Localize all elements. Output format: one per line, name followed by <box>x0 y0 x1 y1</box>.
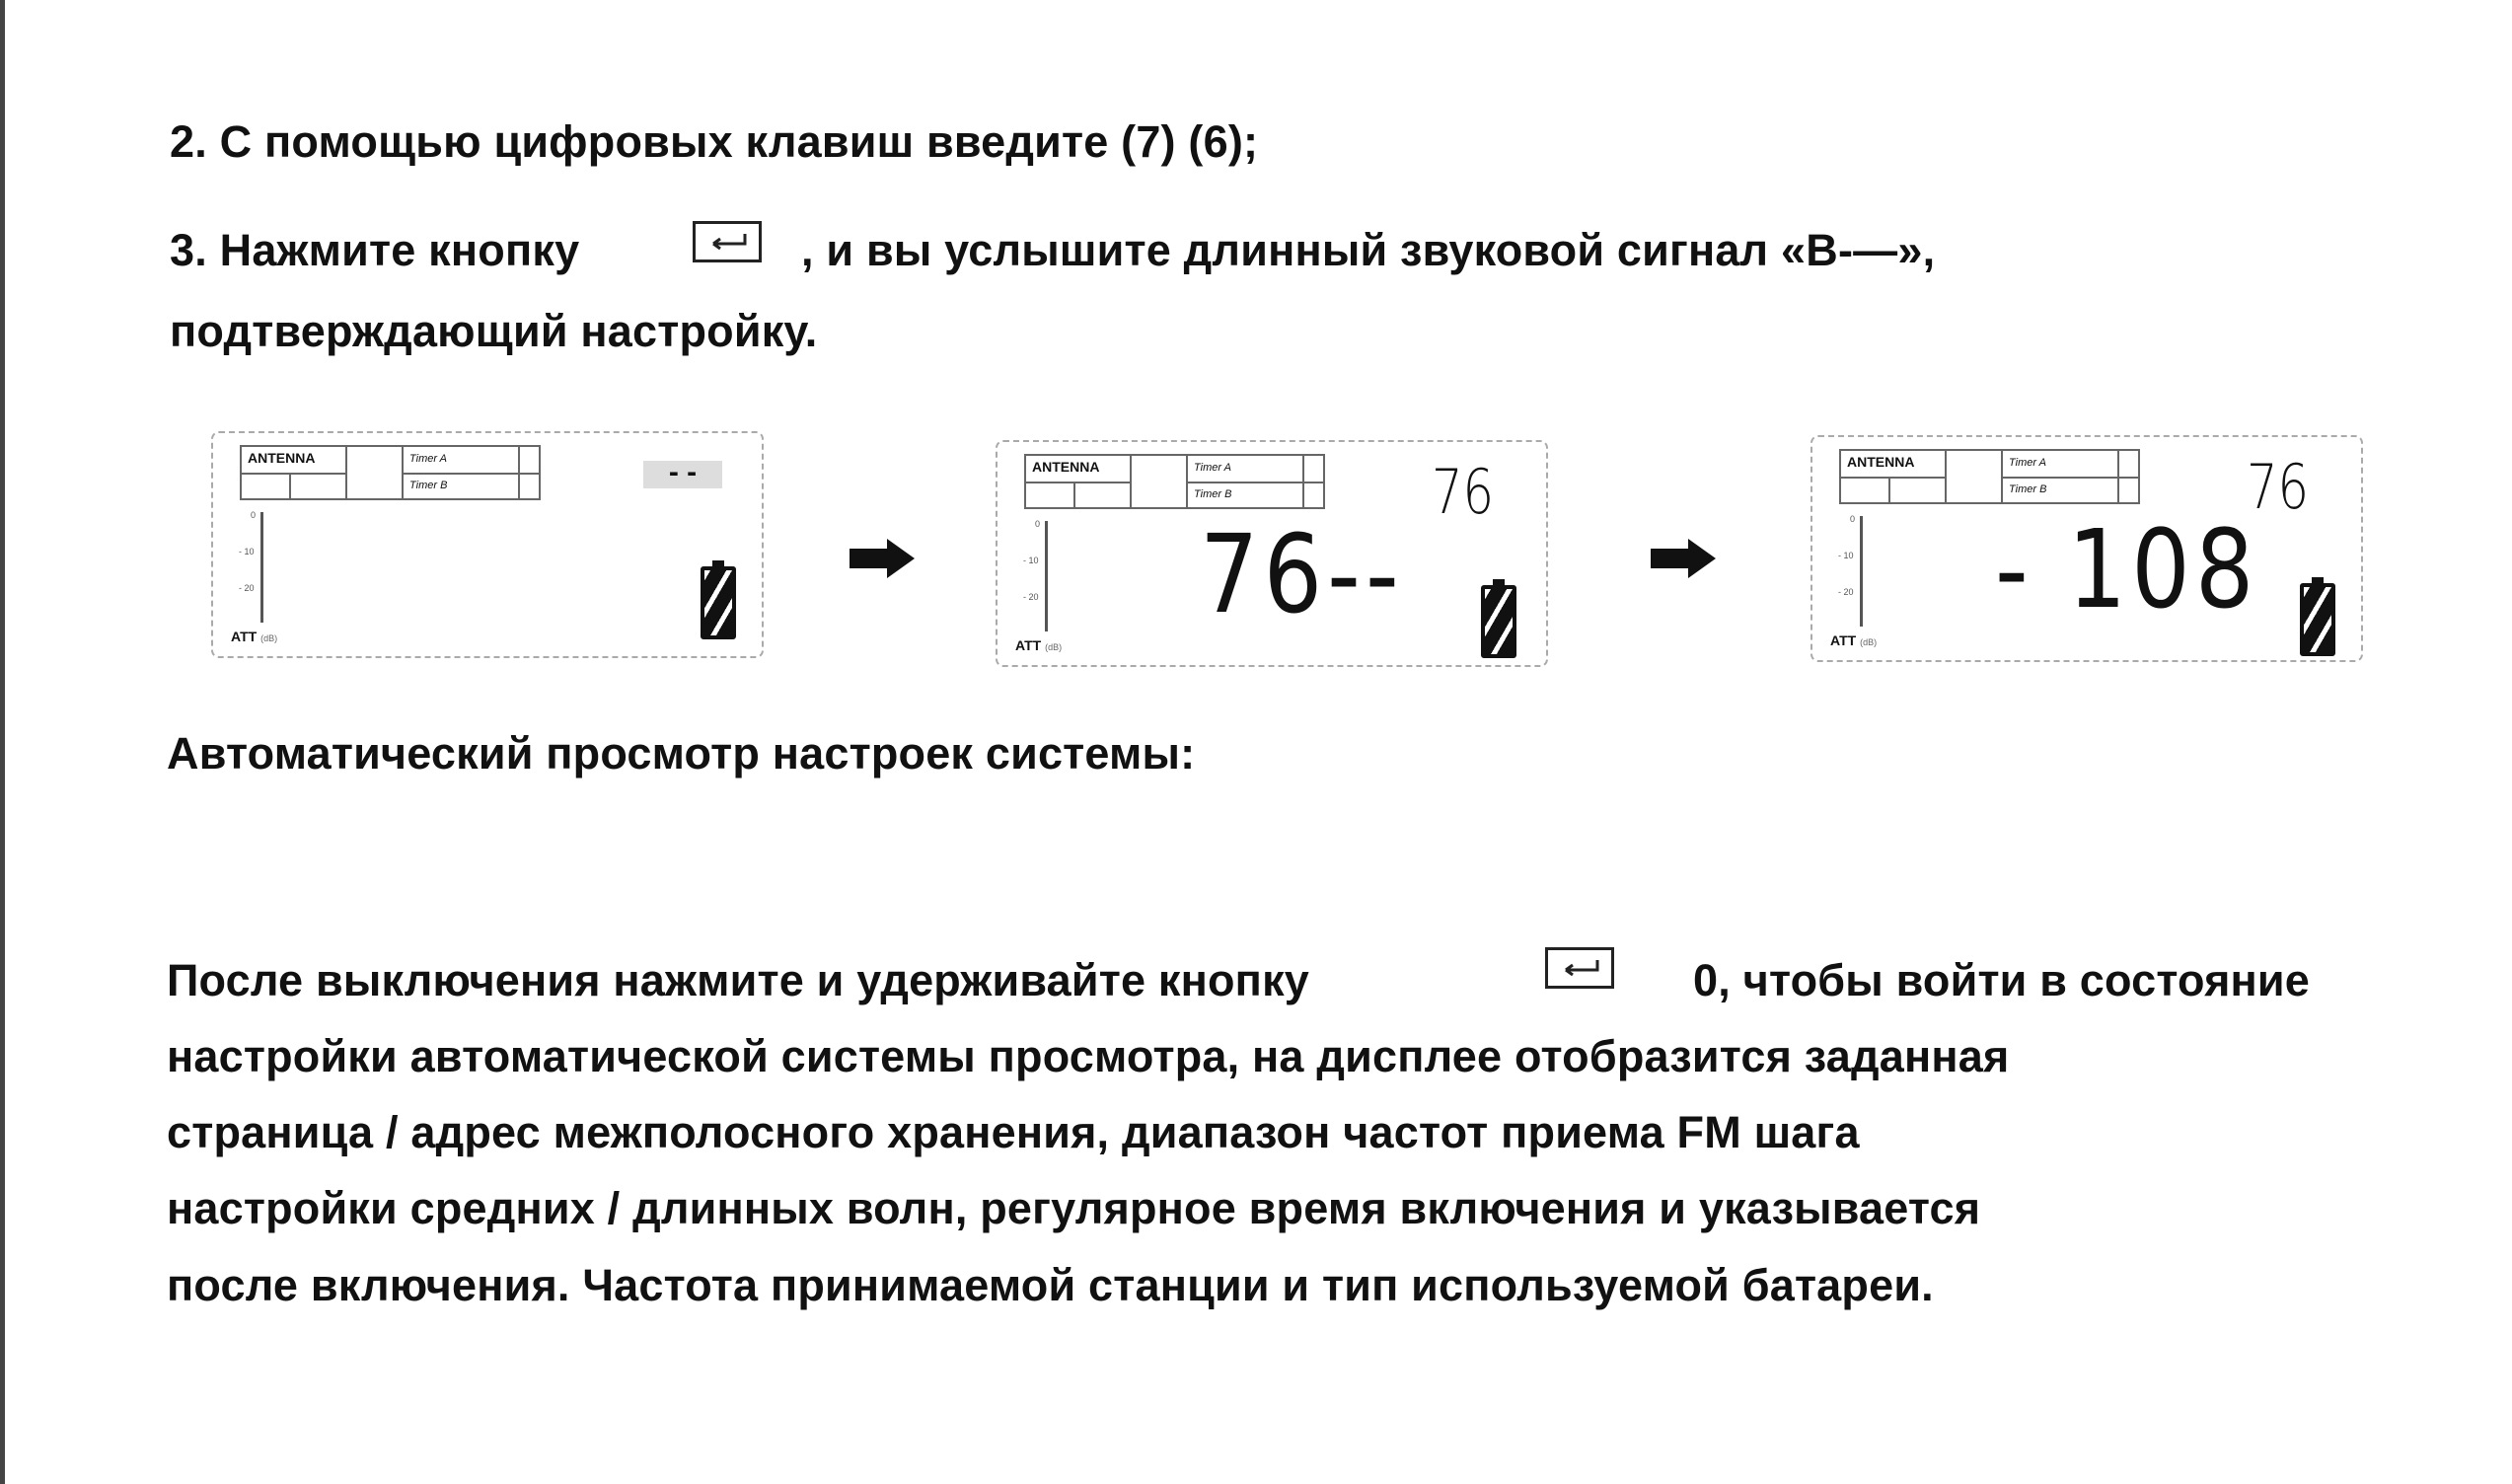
top-value: - - <box>643 458 722 488</box>
antenna-label: ANTENNA <box>248 450 316 466</box>
lcd-display-initial: ANTENNA Timer A Timer B - - 0 - 10 - 20 … <box>211 431 764 658</box>
signal-scale <box>260 512 263 623</box>
main-value: - 108 <box>1995 506 2259 632</box>
section-heading: Автоматический просмотр настроек системы… <box>167 728 1196 779</box>
tick-label: - 20 <box>1023 592 1039 602</box>
step-3-line-2: подтверждающий настройку. <box>170 306 818 356</box>
enter-key-icon <box>1545 947 1614 989</box>
top-value: 76 <box>2247 451 2310 523</box>
paragraph-line-1-suffix: 0, чтобы войти в состояние <box>1693 955 2311 1005</box>
indicator-table: ANTENNA Timer A Timer B <box>1839 449 2140 504</box>
step-3-suffix: , и вы услышите длинный звуковой сигнал … <box>801 225 1936 275</box>
tick-label: - 10 <box>239 547 255 556</box>
battery-icon <box>701 560 736 639</box>
paragraph-line-1: После выключения нажмите и удерживайте к… <box>167 955 1310 1005</box>
tick-label: 0 <box>1850 514 1856 524</box>
lcd-display-entered: ANTENNA Timer A Timer B 76 76-- 0 - 10 -… <box>996 440 1548 667</box>
battery-icon <box>2300 577 2335 656</box>
timer-b-label: Timer B <box>1194 488 1232 500</box>
timer-a-label: Timer A <box>409 453 447 465</box>
tick-label: - 20 <box>1838 587 1854 597</box>
signal-scale <box>1860 516 1863 627</box>
top-value: 76 <box>1432 456 1495 528</box>
antenna-label: ANTENNA <box>1847 454 1915 470</box>
tick-label: - 10 <box>1023 556 1039 565</box>
tick-label: 0 <box>1035 519 1041 529</box>
signal-scale <box>1045 521 1048 631</box>
att-label: ATT (dB) <box>1015 637 1063 653</box>
timer-b-label: Timer B <box>409 480 448 491</box>
scan-edge <box>0 0 5 1484</box>
battery-icon <box>1481 579 1516 658</box>
main-value: 76-- <box>1200 511 1404 637</box>
paragraph-line-5: после включения. Частота принимаемой ста… <box>167 1260 1934 1310</box>
paragraph-line-4: настройки средних / длинных волн, регуля… <box>167 1183 1981 1233</box>
timer-a-label: Timer A <box>1194 462 1231 474</box>
step-3-prefix: 3. Нажмите кнопку <box>170 225 580 275</box>
enter-key-icon <box>693 221 762 262</box>
timer-a-label: Timer A <box>2009 457 2046 469</box>
step-3-line-1: 3. Нажмите кнопку <box>170 225 579 276</box>
tick-label: - 20 <box>239 583 255 593</box>
timer-b-label: Timer B <box>2009 483 2047 495</box>
tick-label: 0 <box>251 510 257 520</box>
paragraph-line-3: страница / адрес межполосного хранения, … <box>167 1107 1860 1157</box>
lcd-display-confirmed: ANTENNA Timer A Timer B 76 - 108 0 - 10 … <box>1810 435 2363 662</box>
att-label: ATT (dB) <box>231 629 278 644</box>
step-2-text: 2. С помощью цифровых клавиш введите (7)… <box>170 116 1259 167</box>
att-label: ATT (dB) <box>1830 632 1878 648</box>
paragraph-line-2: настройки автоматической системы просмот… <box>167 1031 2010 1081</box>
indicator-table: ANTENNA Timer A Timer B <box>1024 454 1325 509</box>
tick-label: - 10 <box>1838 551 1854 560</box>
indicator-table: ANTENNA Timer A Timer B <box>240 445 541 500</box>
antenna-label: ANTENNA <box>1032 459 1100 475</box>
